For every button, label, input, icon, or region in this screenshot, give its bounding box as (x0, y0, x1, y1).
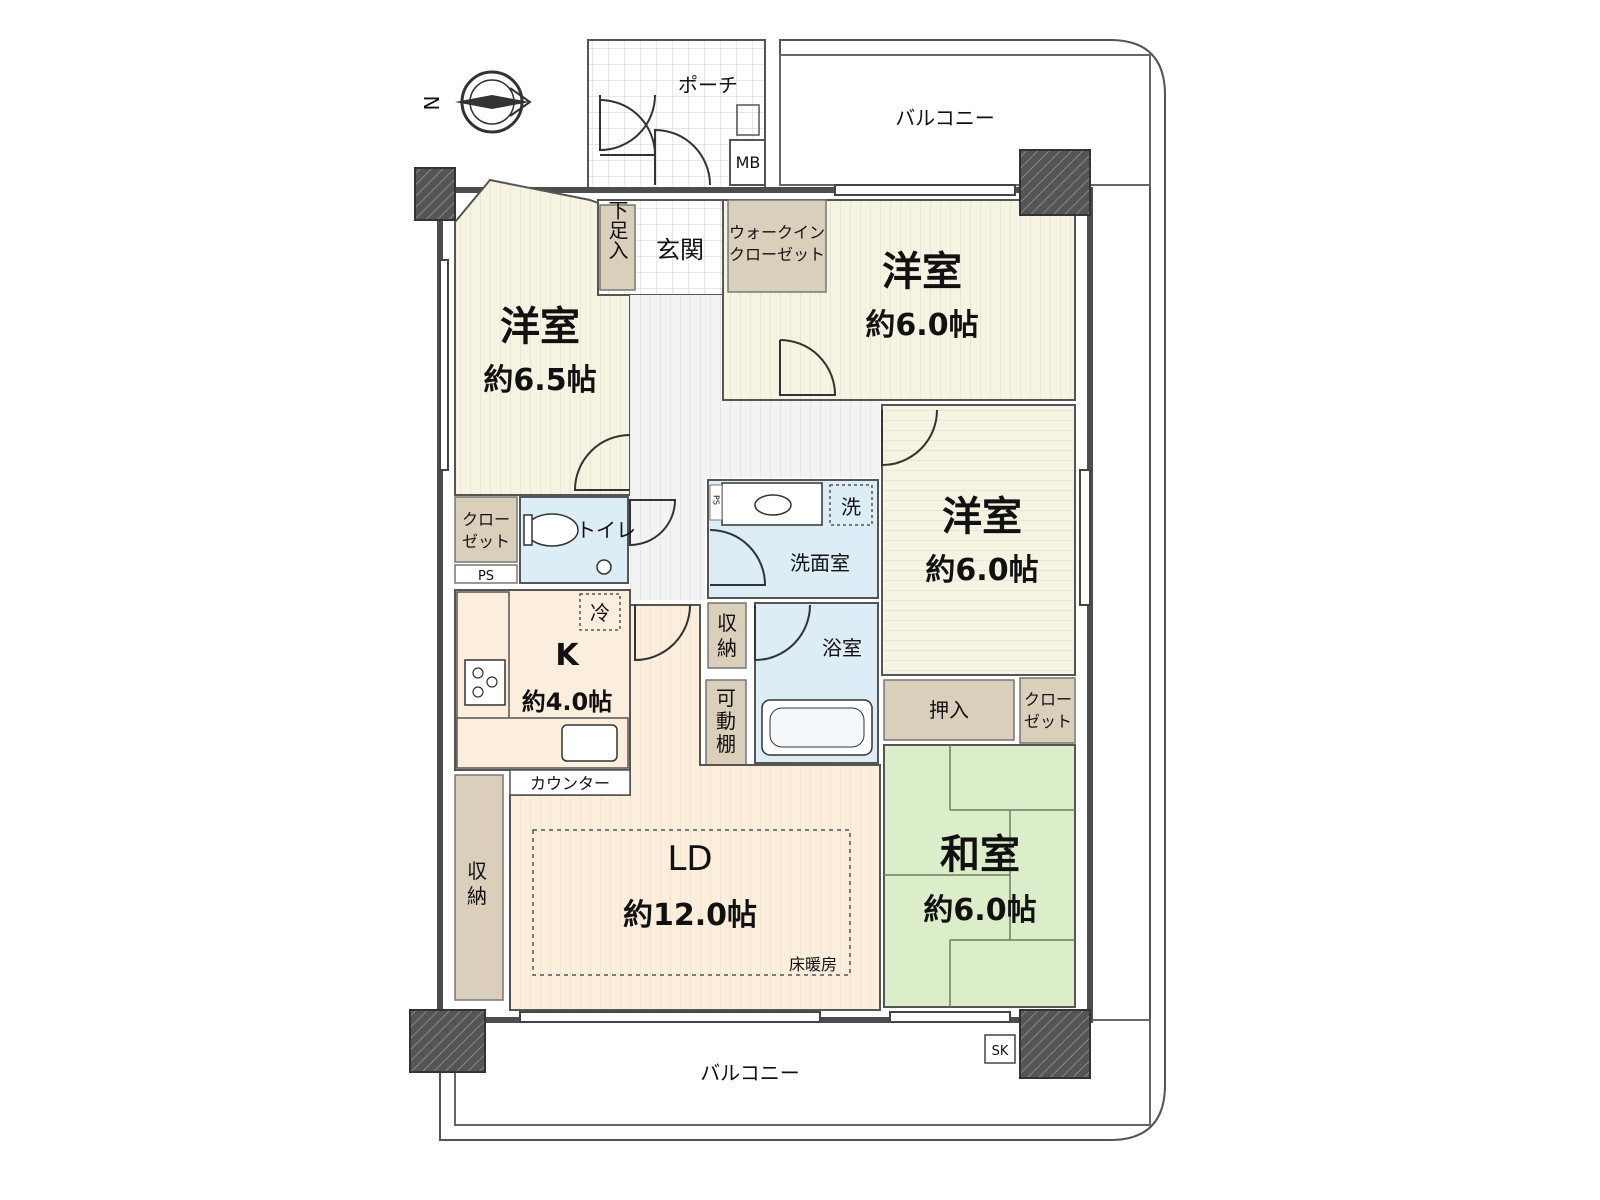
windows (439, 184, 1091, 1023)
stove-icon (464, 659, 506, 706)
pipe-space (454, 564, 518, 584)
walk-in-closet-overlay (727, 199, 827, 293)
kitchen-sink-icon (561, 724, 618, 762)
storage-mid (707, 602, 747, 669)
column-nw (414, 167, 456, 221)
label-shoe-storage: 下足入 (605, 200, 629, 260)
label-pipe-space: PS (478, 569, 494, 584)
label-western-nw-name: 洋室 (500, 304, 580, 350)
label-storage-mid-2: 納 (717, 636, 737, 660)
hallway (630, 295, 880, 600)
floor-heating-area (532, 829, 851, 976)
label-walk-in-closet-1: ウォークイン (729, 223, 825, 242)
bathtub-inner-icon (769, 707, 865, 748)
washbasin-icon (754, 494, 792, 516)
compass-icon (455, 70, 532, 134)
label-washer: 洗 (841, 495, 861, 519)
label-movable-shelf-1: 可 (716, 686, 736, 710)
storage-left (454, 774, 504, 1001)
label-western-ne-name: 洋室 (882, 249, 962, 295)
pipe-space-small (709, 484, 723, 521)
label-counter: カウンター (530, 774, 610, 793)
burner-icon-2 (486, 676, 498, 688)
label-western-ne-size: 約6.0帖 (865, 308, 978, 343)
tatami-lines (884, 745, 1075, 1007)
burner-icon-1 (472, 667, 484, 679)
label-closet-west-2: ゼット (462, 532, 510, 551)
label-western-e-name: 洋室 (942, 494, 1022, 540)
label-storage-left-1: 収 (467, 859, 487, 883)
toilet-tank-icon (523, 514, 533, 546)
label-ld-size: 約12.0帖 (623, 898, 757, 933)
door-swings (573, 94, 938, 662)
closet-west (454, 496, 518, 563)
label-kitchen-size: 約4.0帖 (522, 688, 613, 716)
label-kitchen-name: K (555, 638, 580, 673)
label-entrance: 玄関 (656, 236, 704, 264)
label-bathroom: 浴室 (822, 636, 862, 660)
label-closet-east-2: ゼット (1024, 712, 1072, 731)
label-japanese-name: 和室 (940, 832, 1020, 878)
label-fridge: 冷 (590, 601, 610, 625)
label-ld-name: LD (667, 839, 712, 879)
label-storage-mid-1: 収 (717, 611, 737, 635)
label-movable-shelf-2: 動 (716, 709, 736, 733)
label-walk-in-closet-2: クローゼット (729, 245, 825, 264)
label-slop-sink: SK (992, 1044, 1009, 1059)
label-balcony-top: バルコニー (895, 106, 995, 130)
column-ne (1019, 149, 1091, 216)
fridge-space (579, 593, 621, 631)
label-closet-west-1: クロー (462, 510, 510, 529)
label-storage-left-2: 納 (467, 884, 487, 908)
washer-space (829, 484, 873, 526)
label-toilet: トイレ (576, 518, 636, 542)
label-washroom: 洗面室 (790, 551, 850, 575)
toilet-bowl-icon (525, 513, 579, 547)
slop-sink (984, 1034, 1016, 1064)
movable-shelf (705, 679, 747, 766)
meter-box-door (736, 104, 760, 136)
counter-bar (509, 769, 631, 796)
compass-north-label: N (420, 96, 444, 111)
label-meter-box: MB (736, 153, 761, 172)
room-japanese (883, 744, 1076, 1008)
closet-east (1019, 677, 1076, 744)
label-oshiire: 押入 (929, 698, 969, 722)
burner-icon-3 (472, 686, 484, 698)
label-western-nw-size: 約6.5帖 (483, 363, 596, 398)
label-pipe-space-small: PS (712, 495, 721, 505)
shoe-storage (599, 204, 636, 291)
label-balcony-bottom: バルコニー (700, 1061, 800, 1085)
label-western-e-size: 約6.0帖 (925, 553, 1038, 588)
label-porch: ポーチ (678, 73, 738, 97)
room-western-e (881, 404, 1076, 676)
label-floor-heating: 床暖房 (789, 955, 837, 974)
label-japanese-size: 約6.0帖 (923, 893, 1036, 928)
toilet-sink-icon (596, 559, 612, 575)
meter-box (729, 139, 766, 186)
column-se (1019, 1009, 1091, 1079)
column-sw (409, 1009, 486, 1073)
label-movable-shelf-3: 棚 (716, 732, 736, 756)
label-closet-east-1: クロー (1024, 690, 1072, 709)
oshiire (883, 679, 1015, 741)
